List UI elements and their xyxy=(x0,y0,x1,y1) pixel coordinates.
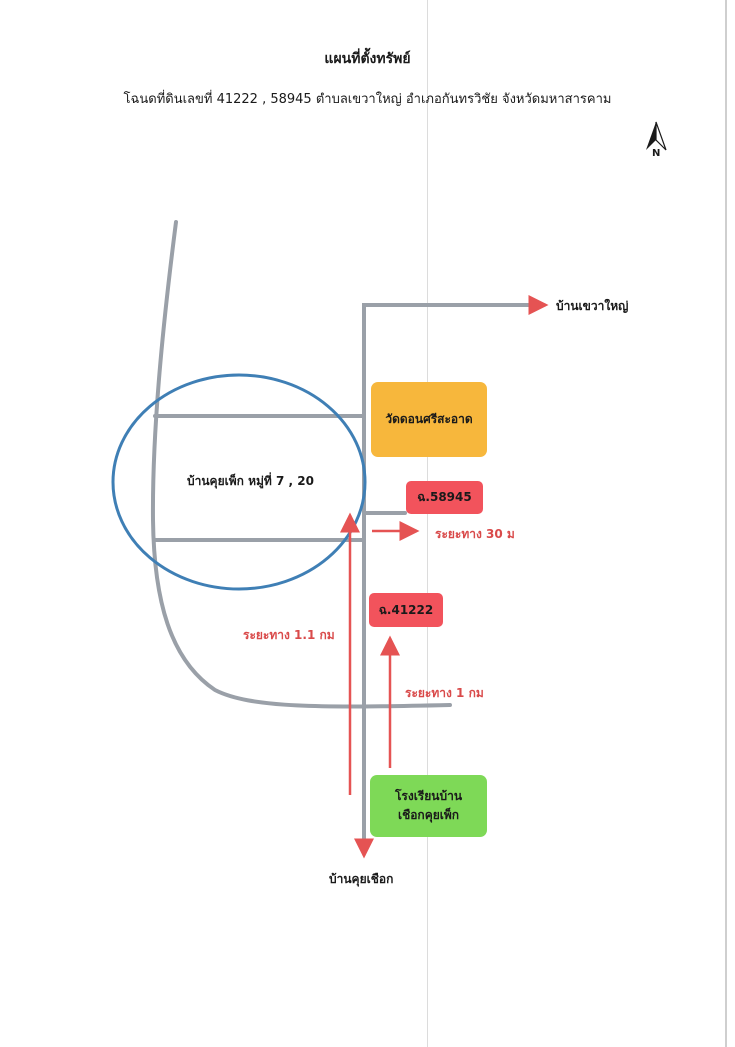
parcel-41222-box: ฉ.41222 xyxy=(369,593,443,627)
temple-label: วัดดอนศรีสะอาด xyxy=(385,412,473,427)
school-label-line1: โรงเรียนบ้าน xyxy=(394,789,463,804)
distance-30m-label: ระยะทาง 30 ม xyxy=(435,527,515,541)
parcel-58945-label: ฉ.58945 xyxy=(417,490,472,505)
distance-1km-label: ระยะทาง 1 กม xyxy=(405,686,484,700)
school-box: โรงเรียนบ้าน เชือกคุยเพ็ก xyxy=(370,775,487,837)
page-subtitle: โฉนดที่ดินเลขที่ 41222 , 58945 ตำบลเขวาใ… xyxy=(123,92,612,107)
road-main-vertical xyxy=(362,303,530,847)
parcel-41222-label: ฉ.41222 xyxy=(378,602,434,617)
destination-south: บ้านคุยเชือก xyxy=(329,872,394,886)
scan-fold-line xyxy=(427,0,428,1047)
north-arrow-icon xyxy=(646,121,667,151)
parcel-58945-box: ฉ.58945 xyxy=(406,481,483,514)
north-label: N xyxy=(652,148,661,159)
village-circle xyxy=(111,373,367,591)
village-label: บ้านคุยเพ็ก หมู่ที่ 7 , 20 xyxy=(187,474,314,488)
destination-north-east: บ้านเขวาใหญ่ xyxy=(556,299,629,313)
school-label-line2: เชือกคุยเพ็ก xyxy=(397,808,460,822)
road-west-curve xyxy=(150,220,452,709)
distance-1-1km-label: ระยะทาง 1.1 กม xyxy=(243,628,335,642)
scan-edge-line xyxy=(725,0,727,1047)
temple-box: วัดดอนศรีสะอาด xyxy=(371,382,487,457)
page-title: แผนที่ตั้งทรัพย์ xyxy=(324,51,411,67)
